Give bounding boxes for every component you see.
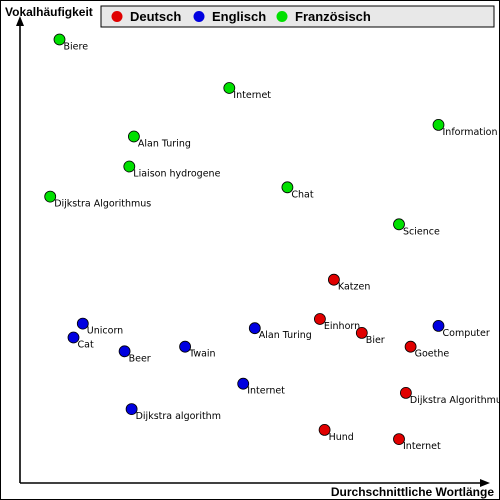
point-label-franz-sisch-liaison-hydrogene: Liaison hydrogene bbox=[133, 169, 220, 180]
point-deutsch-goethe bbox=[404, 340, 417, 353]
x-axis-label: Durchschnittliche Wortlänge bbox=[331, 485, 494, 499]
point-englisch-dijkstra-algorithm bbox=[125, 403, 138, 416]
point-deutsch-hund bbox=[318, 423, 331, 436]
point-franz-sisch-biere bbox=[53, 33, 66, 46]
point-franz-sisch-alan-turing bbox=[127, 130, 140, 143]
point-deutsch-internet bbox=[393, 433, 405, 446]
point-label-deutsch-dijkstra-algorithmus: Dijkstra Algorithmus bbox=[410, 395, 499, 406]
point-franz-sisch-dijkstra-algorithmus bbox=[44, 190, 57, 203]
legend-item-franzoesisch: Französisch bbox=[276, 9, 371, 24]
point-label-englisch-computer: Computer bbox=[443, 328, 490, 339]
point-englisch-alan-turing bbox=[248, 322, 261, 335]
point-englisch-beer bbox=[118, 345, 131, 358]
point-label-englisch-beer: Beer bbox=[129, 353, 151, 364]
legend-item-englisch: Englisch bbox=[193, 9, 266, 24]
point-label-englisch-twain: Twain bbox=[188, 349, 215, 360]
point-franz-sisch-internet bbox=[223, 82, 236, 94]
y-axis-label: Vokalhäufigkeit bbox=[5, 5, 93, 19]
point-label-englisch-cat: Cat bbox=[78, 340, 94, 351]
legend-marker-englisch bbox=[193, 11, 205, 22]
legend-label-franzoesisch: Französisch bbox=[295, 9, 371, 24]
point-deutsch-bier bbox=[355, 326, 368, 339]
point-label-deutsch-katzen: Katzen bbox=[338, 282, 370, 293]
point-label-franz-sisch-internet: Internet bbox=[233, 90, 271, 101]
point-label-englisch-dijkstra-algorithm: Dijkstra algorithm bbox=[136, 411, 221, 422]
legend: Deutsch Englisch Französisch bbox=[100, 5, 495, 28]
point-label-deutsch-hund: Hund bbox=[329, 432, 354, 443]
point-deutsch-katzen bbox=[327, 273, 340, 286]
point-label-englisch-alan-turing: Alan Turing bbox=[259, 330, 312, 341]
point-franz-sisch-liaison-hydrogene bbox=[123, 160, 136, 173]
point-label-englisch-internet: Internet bbox=[247, 386, 285, 397]
point-franz-sisch-information bbox=[432, 119, 445, 131]
point-label-deutsch-bier: Bier bbox=[366, 335, 385, 346]
point-label-franz-sisch-information: Information bbox=[443, 127, 498, 138]
legend-label-englisch: Englisch bbox=[212, 9, 266, 24]
legend-marker-deutsch bbox=[111, 11, 123, 22]
point-englisch-internet bbox=[237, 377, 250, 390]
point-label-franz-sisch-biere: Biere bbox=[64, 42, 89, 53]
point-label-deutsch-internet: Internet bbox=[403, 441, 441, 452]
legend-label-deutsch: Deutsch bbox=[130, 9, 181, 24]
point-franz-sisch-chat bbox=[281, 181, 294, 194]
point-deutsch-dijkstra-algorithmus bbox=[399, 386, 412, 399]
point-englisch-computer bbox=[432, 319, 445, 332]
point-label-franz-sisch-dijkstra-algorithmus: Dijkstra Algorithmus bbox=[54, 199, 151, 210]
point-label-englisch-unicorn: Unicorn bbox=[87, 326, 123, 337]
point-label-deutsch-einhorn: Einhorn bbox=[324, 321, 360, 332]
point-englisch-twain bbox=[179, 340, 192, 353]
point-label-franz-sisch-science: Science bbox=[403, 226, 440, 237]
legend-marker-franzoesisch bbox=[276, 11, 288, 22]
point-englisch-cat bbox=[67, 331, 80, 344]
point-deutsch-einhorn bbox=[313, 313, 326, 325]
point-englisch-unicorn bbox=[76, 317, 89, 330]
point-label-deutsch-goethe: Goethe bbox=[415, 349, 450, 360]
point-franz-sisch-science bbox=[393, 218, 405, 231]
point-label-franz-sisch-alan-turing: Alan Turing bbox=[138, 139, 191, 150]
point-label-franz-sisch-chat: Chat bbox=[291, 189, 313, 200]
legend-item-deutsch: Deutsch bbox=[111, 9, 181, 24]
